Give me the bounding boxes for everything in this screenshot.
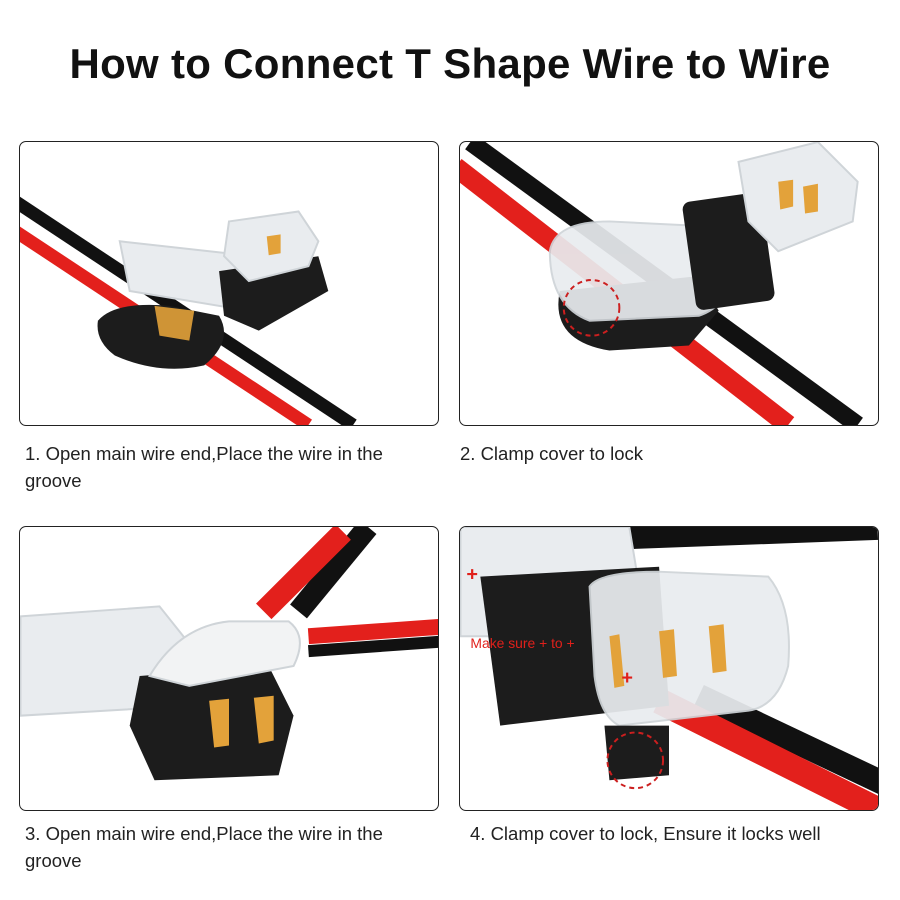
red-wire xyxy=(653,689,878,810)
gold-contact xyxy=(154,305,195,341)
lock-highlight-circle xyxy=(562,279,621,337)
step-1-caption: 1. Open main wire end,Place the wire in … xyxy=(25,443,383,491)
gold-contacts xyxy=(778,179,818,214)
step-4-image: + Make sure + to + + xyxy=(459,526,879,811)
step-2-illustration xyxy=(460,142,863,425)
plus-mark-bottom: + xyxy=(621,667,633,689)
gold-contact-lid xyxy=(266,234,281,256)
black-wire-top xyxy=(609,527,878,550)
black-wire-side xyxy=(308,635,438,658)
lock-highlight-circle xyxy=(606,731,665,790)
step-1-image xyxy=(19,141,439,426)
gold-contacts xyxy=(209,695,274,748)
step-4-illustration: + Make sure + to + + xyxy=(460,527,878,810)
plus-mark-top: + xyxy=(466,564,478,586)
step-4-caption: 4. Clamp cover to lock, Ensure it locks … xyxy=(470,823,821,844)
clear-lid xyxy=(737,142,859,253)
red-wire xyxy=(256,527,351,620)
page-title: How to Connect T Shape Wire to Wire xyxy=(69,40,831,87)
step-3-image xyxy=(19,526,439,811)
black-wire xyxy=(290,527,377,619)
connector-base xyxy=(604,725,669,781)
red-wire-side xyxy=(307,619,438,645)
clear-cover-right xyxy=(588,570,790,727)
gold-contacts xyxy=(609,624,727,688)
step-1-illustration xyxy=(20,196,357,425)
step-2-caption: 2. Clamp cover to lock xyxy=(460,443,644,464)
make-sure-label: Make sure + to + xyxy=(470,635,574,651)
open-lid xyxy=(148,620,301,687)
step-3-illustration xyxy=(20,527,438,781)
step-3-caption: 3. Open main wire end,Place the wire in … xyxy=(25,823,383,871)
step-2-image xyxy=(459,141,879,426)
